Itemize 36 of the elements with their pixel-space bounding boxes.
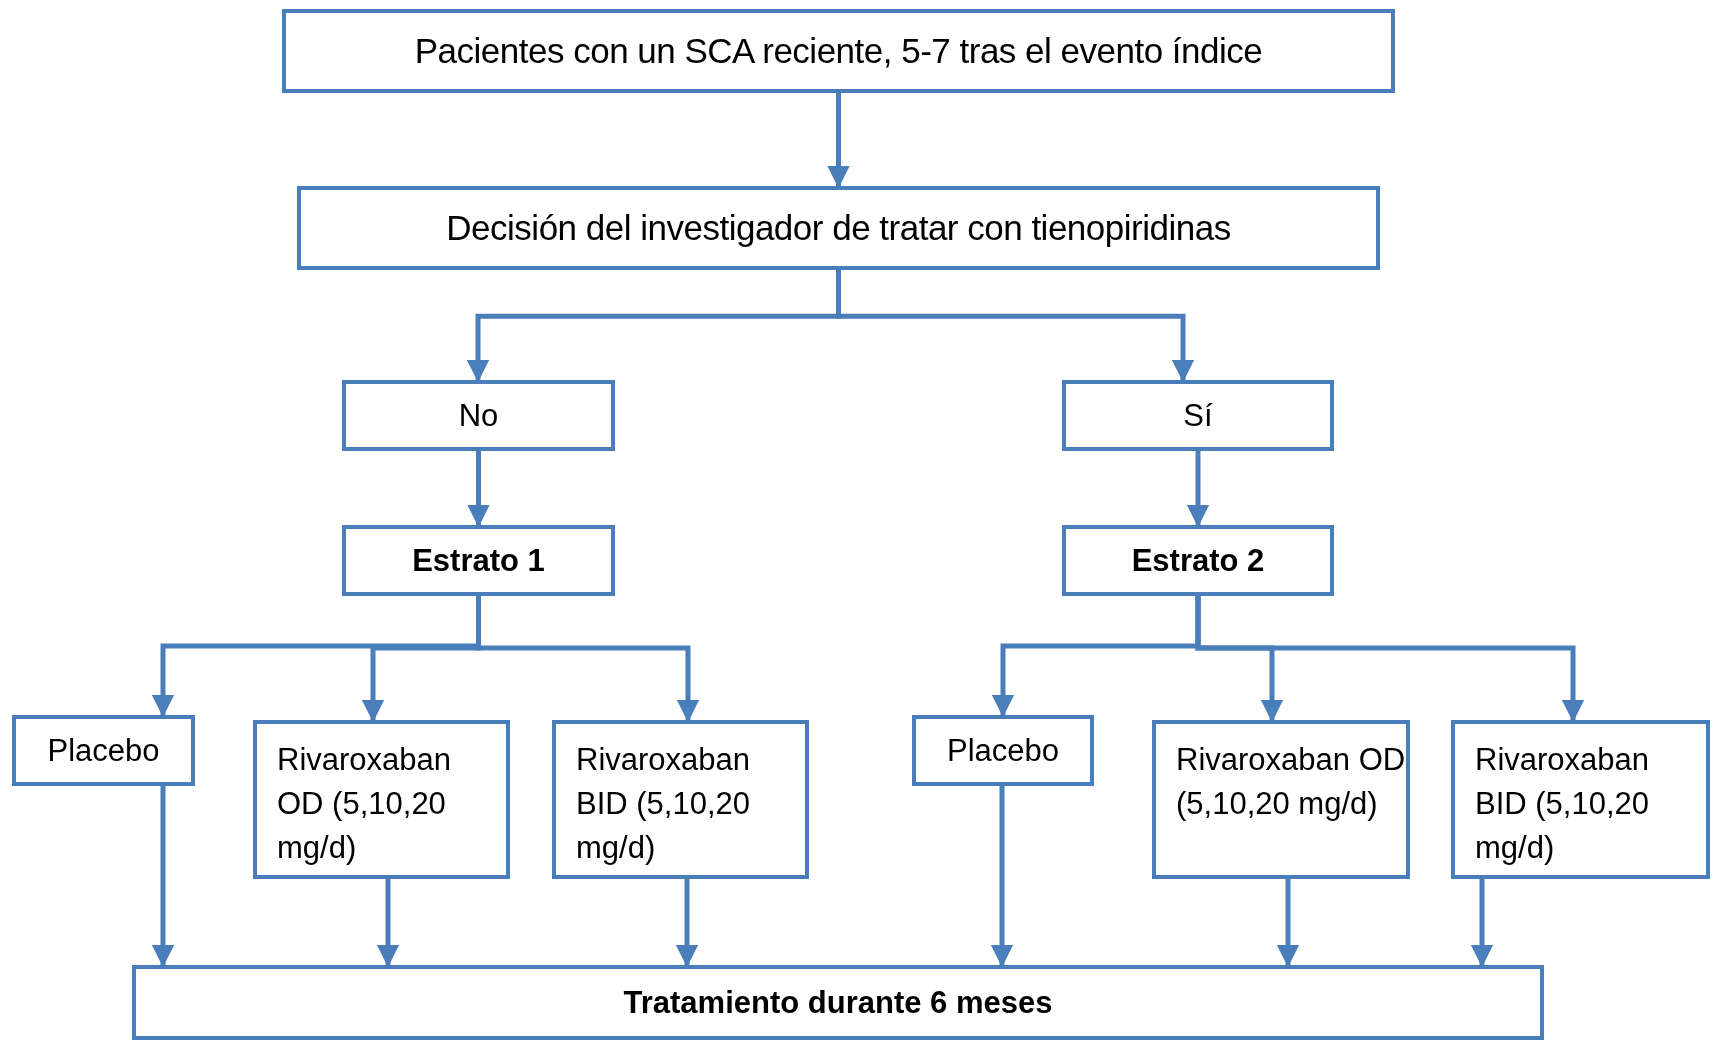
process-box [552,720,809,879]
arrow [1186,451,1210,528]
outcome-box [132,965,1544,1040]
arrow [1276,879,1300,968]
box-label: No [458,397,499,434]
arrow [1195,596,1585,723]
box-label: Decisión del investigador de tratar con tienopiridinas [446,208,1231,248]
box-label: Placebo [947,732,1059,769]
arrow [1470,879,1494,968]
process-box [1451,720,1710,879]
process-box [342,380,615,451]
process-box [1062,380,1334,451]
box-label: Tratamiento durante 6 meses [623,984,1053,1021]
box-label: Estrato 1 [412,542,545,579]
arrow [675,879,699,968]
process-box [12,715,195,786]
box-label: Rivaroxaban BID (5,10,20 mg/d) [576,741,752,867]
arrow [151,786,175,968]
arrow [467,451,490,528]
box-label: Sí [1183,397,1213,434]
box-label: Rivaroxaban BID (5,10,20 mg/d) [1475,741,1651,867]
process-box [342,525,615,596]
box-label: Placebo [47,732,160,769]
box-label: Estrato 2 [1131,542,1265,579]
process-box [282,9,1395,93]
process-box [1062,525,1334,596]
process-box [1152,720,1410,879]
process-box [912,715,1094,786]
arrow [990,786,1014,968]
process-box [253,720,510,879]
process-box [297,186,1380,270]
box-label: Rivaroxaban OD (5,10,20 mg/d) [1176,741,1406,823]
arrow [827,93,850,189]
arrow [376,879,400,968]
box-label: Rivaroxaban OD (5,10,20 mg/d) [277,741,453,867]
box-label: Pacientes con un SCA reciente, 5-7 tras el evento índice [414,31,1263,71]
